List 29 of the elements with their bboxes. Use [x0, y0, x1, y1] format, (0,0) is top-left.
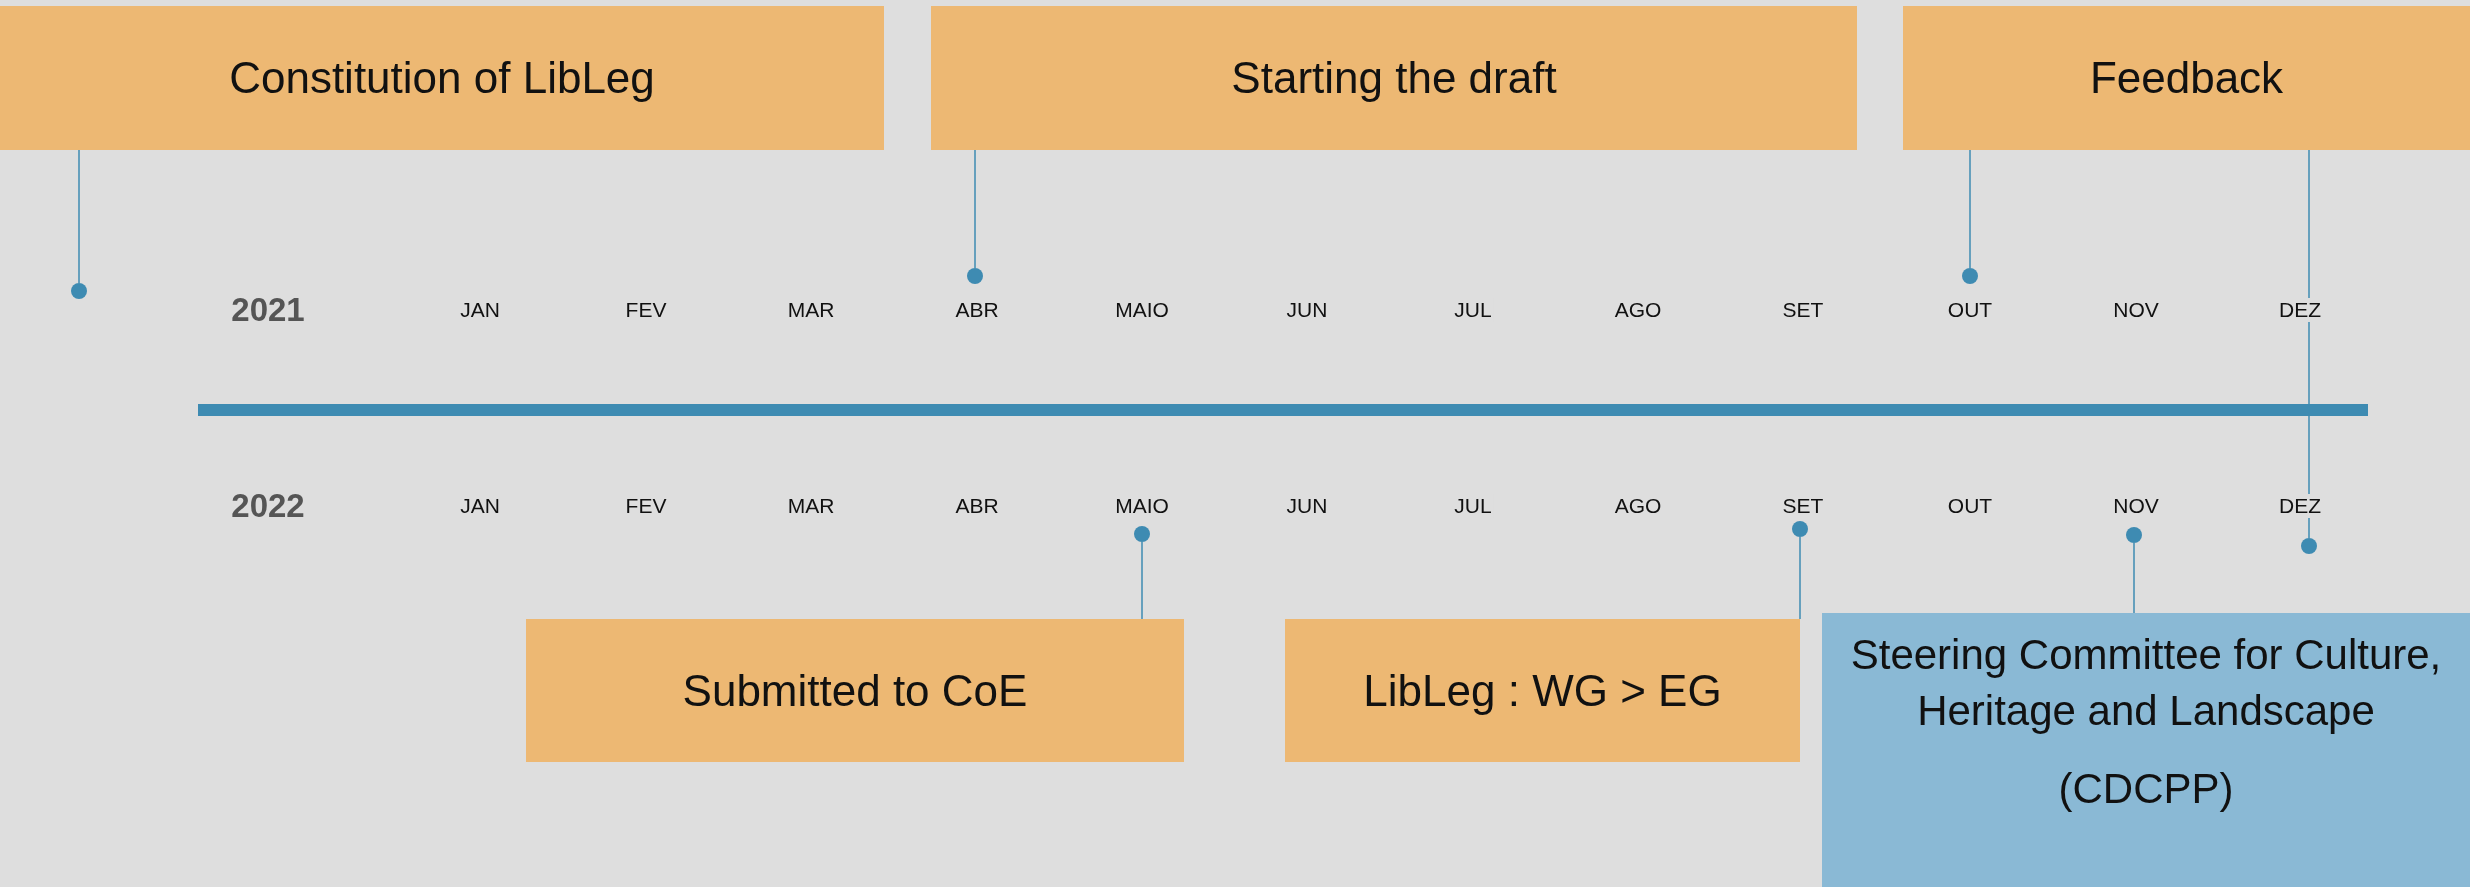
- timeline-dot: [71, 283, 87, 299]
- milestone-box: [1903, 6, 2470, 150]
- leader-line: [2133, 542, 2135, 614]
- month-label: DEZ: [2277, 494, 2323, 518]
- timeline-dot: [2301, 538, 2317, 554]
- leader-line: [2308, 149, 2310, 539]
- milestone-box: [526, 619, 1184, 762]
- leader-line: [1141, 541, 1143, 620]
- milestone-title: Submitted to CoE: [682, 664, 1028, 717]
- leader-line: [974, 149, 976, 269]
- leader-line: [1969, 149, 1971, 269]
- timeline-dot: [1134, 526, 1150, 542]
- timeline-dot: [1792, 521, 1808, 537]
- milestone-box: [1822, 613, 2470, 887]
- milestone-title: LibLeg : WG > EG: [1363, 664, 1722, 717]
- milestone-title: Feedback: [2089, 52, 2284, 105]
- leader-line: [1799, 536, 1801, 620]
- month-label: DEZ: [2277, 298, 2323, 322]
- timeline-dot: [967, 268, 983, 284]
- milestone-title: Steering Committee for Culture, Heritage and Landscape: [1849, 630, 2443, 736]
- milestone-box: [0, 6, 884, 150]
- milestone-title: Starting the draft: [1231, 52, 1557, 105]
- leader-line: [78, 149, 80, 284]
- timeline-dot: [1962, 268, 1978, 284]
- milestone-box: [1285, 619, 1800, 762]
- milestone-title: Constitution of LibLeg: [229, 52, 655, 105]
- timeline-dot: [2126, 527, 2142, 543]
- milestone-box: [931, 6, 1857, 150]
- milestone-note: (CDCPP): [2057, 763, 2235, 814]
